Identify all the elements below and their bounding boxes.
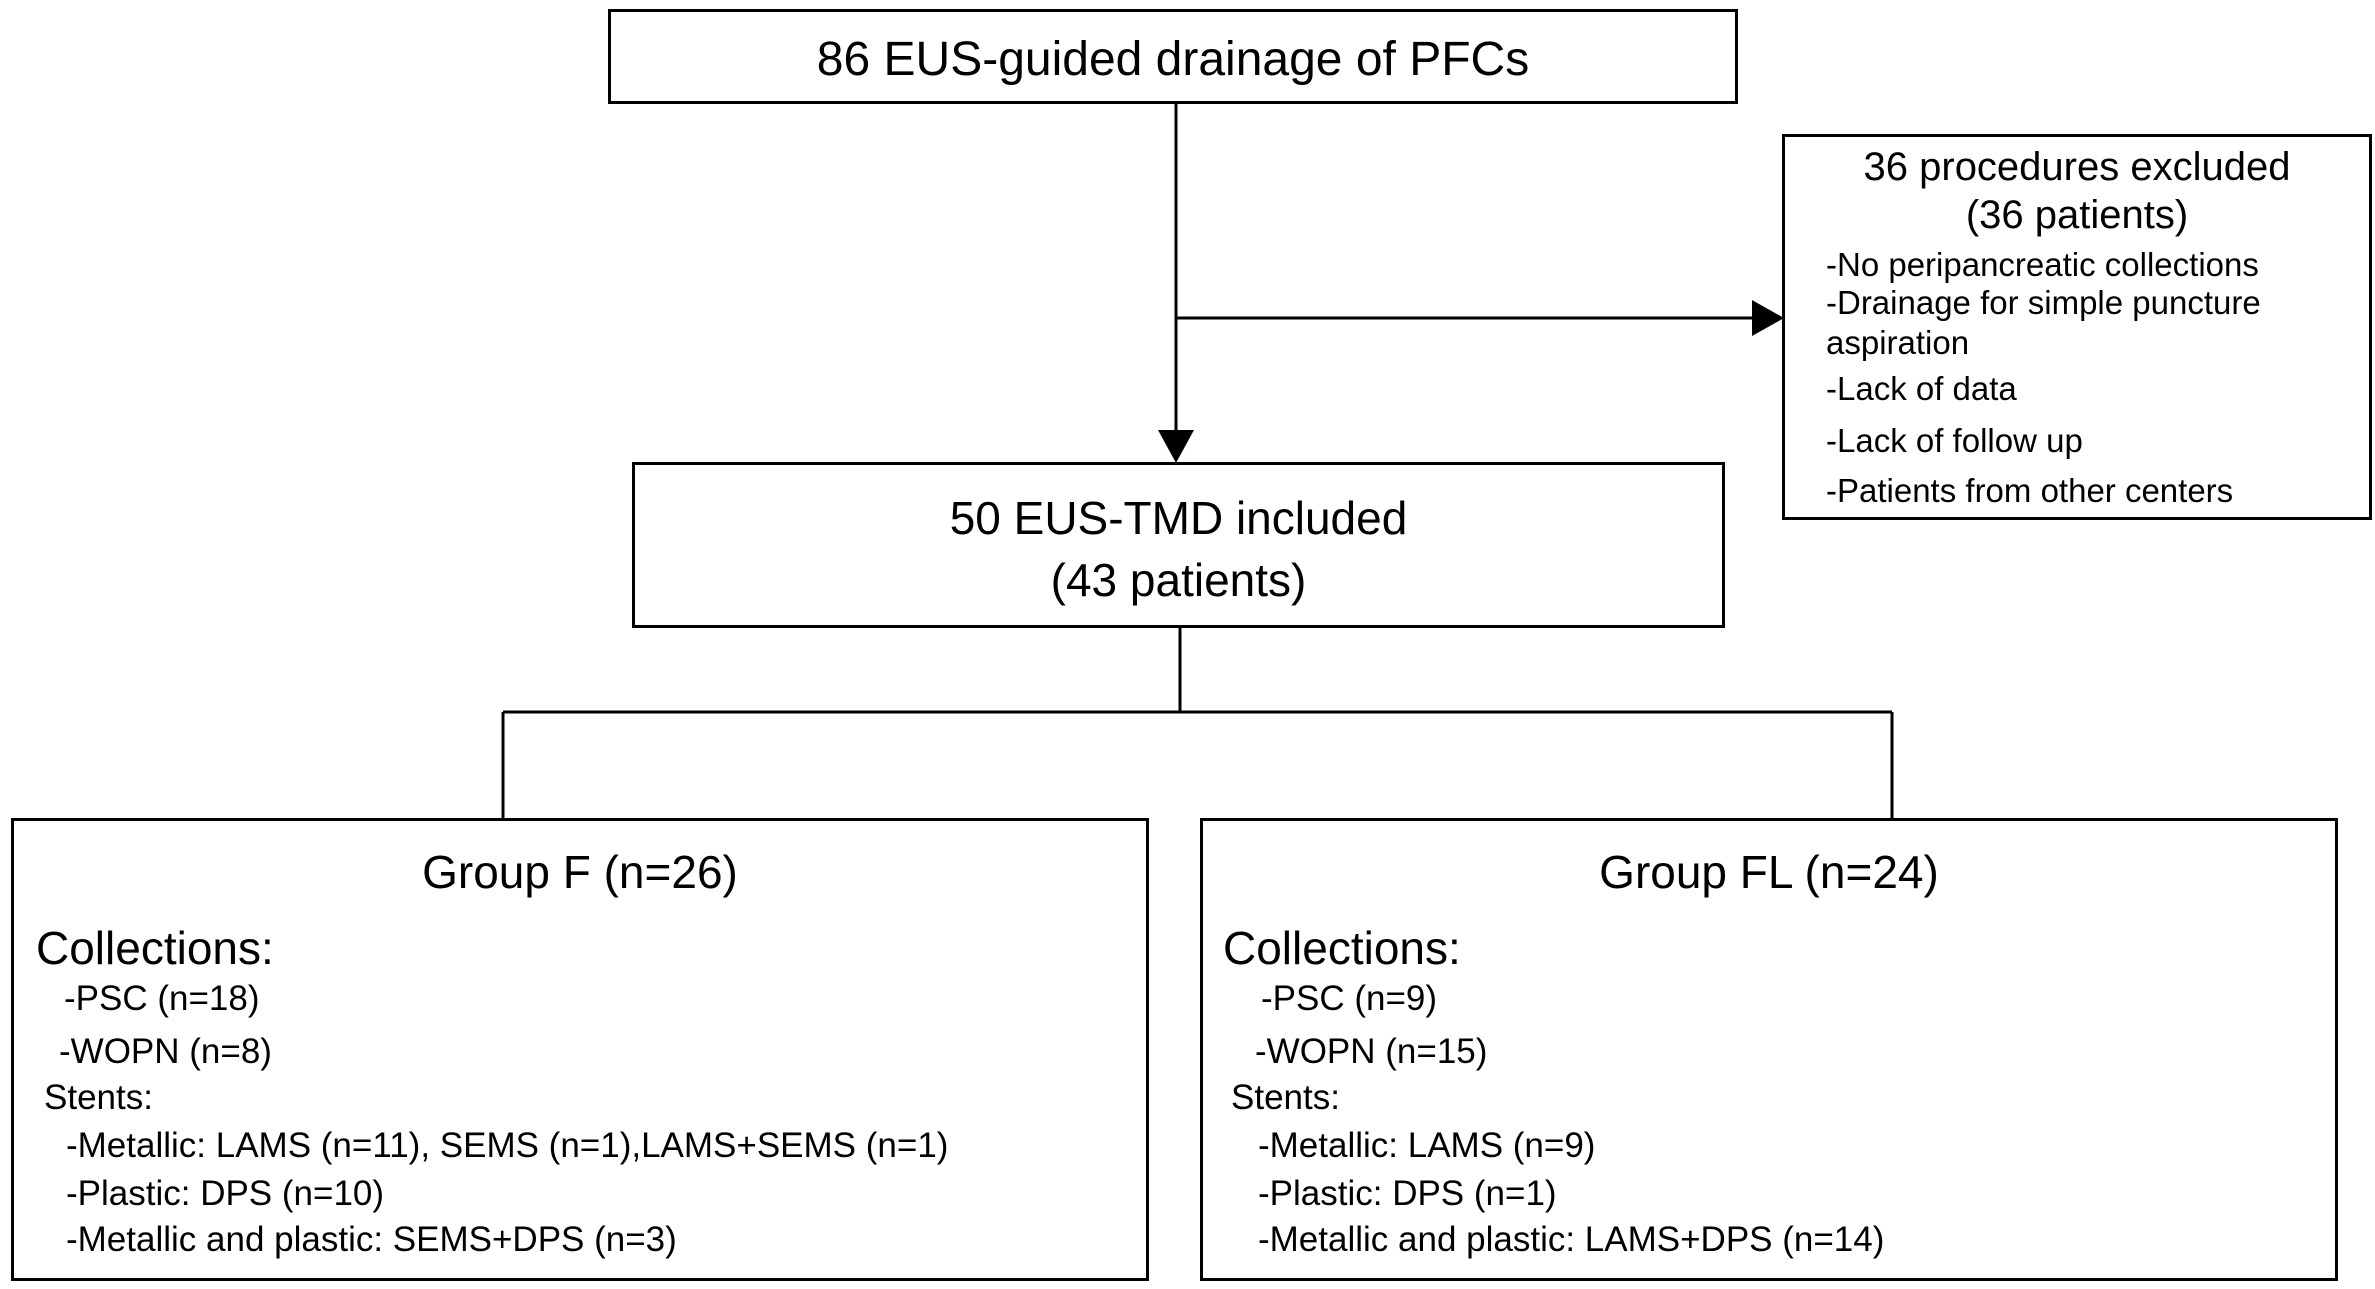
excluded-reason: -Drainage for simple puncture [1826,284,2261,321]
group-f-collections-label: Collections: [36,922,274,974]
excluded-title: 36 procedures excluded [1863,145,2291,189]
excluded-reason: -Patients from other centers [1826,472,2234,509]
group-fl-collection-item: -WOPN (n=15) [1255,1032,1488,1071]
group-fl-box: Group FL (n=24) Collections: -PSC (n=9) … [1200,818,2338,1281]
included-title: 50 EUS-TMD included [949,492,1408,544]
arrowhead-down [1158,430,1194,463]
excluded-reason: -Lack of follow up [1826,422,2083,459]
group-fl-title: Group FL (n=24) [1599,846,1939,898]
top-box: 86 EUS-guided drainage of PFCs [608,9,1738,104]
group-fl-collections-label: Collections: [1223,922,1461,974]
top-box-text: 86 EUS-guided drainage of PFCs [816,33,1530,86]
excluded-subtitle: (36 patients) [1965,193,2189,237]
excluded-reason: aspiration [1826,324,1970,361]
group-fl-stent-item: -Metallic and plastic: LAMS+DPS (n=14) [1258,1220,1885,1259]
group-f-stent-item: -Metallic and plastic: SEMS+DPS (n=3) [66,1220,677,1259]
group-f-collection-item: -WOPN (n=8) [59,1032,272,1071]
group-f-box: Group F (n=26) Collections: -PSC (n=18) … [11,818,1149,1281]
included-subtitle: (43 patients) [1050,554,1307,606]
group-f-stents-label: Stents: [44,1078,153,1117]
group-f-collection-item: -PSC (n=18) [64,979,260,1018]
excluded-reason: -No peripancreatic collections [1826,246,2259,283]
included-box: 50 EUS-TMD included (43 patients) [632,462,1725,628]
group-f-title: Group F (n=26) [422,846,738,898]
group-f-stent-item: -Plastic: DPS (n=10) [66,1174,385,1213]
group-fl-collection-item: -PSC (n=9) [1261,979,1438,1018]
group-fl-stents-label: Stents: [1231,1078,1340,1117]
group-fl-stent-item: -Metallic: LAMS (n=9) [1258,1126,1596,1165]
arrowhead-right [1752,300,1784,336]
excluded-box: 36 procedures excluded (36 patients) -No… [1782,134,2372,520]
excluded-reason: -Lack of data [1826,370,2017,407]
group-fl-stent-item: -Plastic: DPS (n=1) [1258,1174,1557,1213]
group-f-stent-item: -Metallic: LAMS (n=11), SEMS (n=1),LAMS+… [66,1126,949,1165]
